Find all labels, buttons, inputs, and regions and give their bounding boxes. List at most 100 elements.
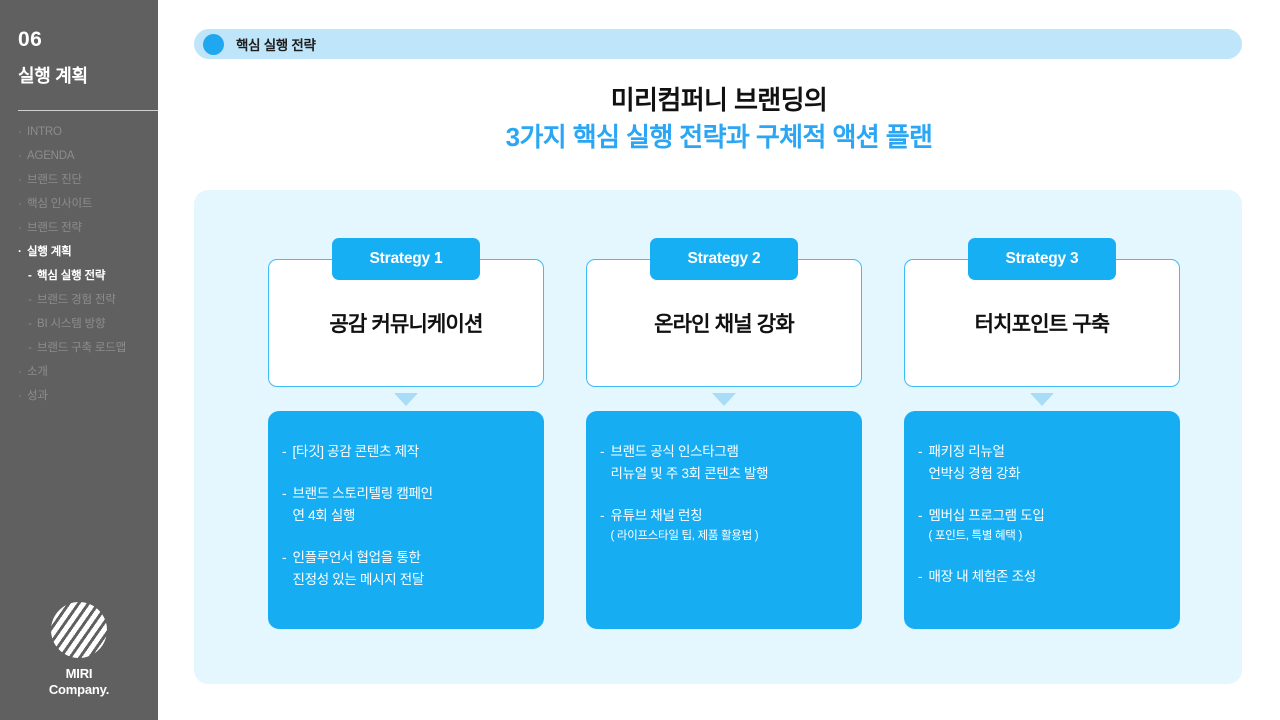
strategy-badge[interactable]: Strategy 3 [968,238,1116,280]
sidebar-item-label: 실행 계획 [27,246,72,258]
strategy-badge[interactable]: Strategy 1 [332,238,480,280]
action-item-line: [타깃] 공감 콘텐츠 제작 [292,444,420,459]
title-line-2: 3가지 핵심 실행 전략과 구체적 액션 플랜 [505,122,933,152]
action-item-dash: - [918,444,923,459]
action-item-line: 언박싱 경험 강화 [928,466,1021,481]
sidebar-item-marker: · [18,198,22,210]
sidebar-item-marker: · [18,222,22,234]
action-item-body: 유튜브 채널 런칭( 라이프스타일 팁, 제품 활용법 ) [611,505,849,546]
strategy-badge[interactable]: Strategy 2 [650,238,798,280]
sidebar-item-label: BI 시스템 방향 [37,318,106,330]
sidebar-item-5[interactable]: · 실행 계획 [18,240,158,264]
action-item-body: [타깃] 공감 콘텐츠 제작 [293,441,531,463]
title-line-1: 미리컴퍼니 브랜딩의 [610,85,828,115]
page-title: 미리컴퍼니 브랜딩의 3가지 핵심 실행 전략과 구체적 액션 플랜 [158,82,1280,156]
sidebar-item-label: 핵심 인사이트 [27,198,93,210]
strategy-card[interactable]: 공감 커뮤니케이션 [268,259,544,387]
sidebar-item-0[interactable]: · INTRO [18,120,158,144]
section-title: 실행 계획 [18,66,88,86]
sidebar-item-label: 브랜드 구축 로드맵 [37,342,127,354]
brand-logo: MIRI Company. [0,602,158,698]
sidebar-item-marker: · [18,246,22,258]
strategy-card[interactable]: 터치포인트 구축 [904,259,1180,387]
sidebar-item-marker: - [28,294,32,306]
banner-label: 핵심 실행 전략 [236,38,316,53]
sidebar-item-marker: · [18,126,22,138]
logo-line-2: Company. [48,682,110,697]
sidebar-item-7[interactable]: -브랜드 경험 전략 [18,288,158,312]
sidebar-item-label: 핵심 실행 전략 [37,270,106,282]
action-item-subtext: ( 포인트, 특별 혜택 ) [928,530,1023,542]
strategy-card-title: 터치포인트 구축 [974,313,1110,336]
section-number: 06 [18,28,43,51]
sidebar-nav: ·INTRO·AGENDA·브랜드 진단·핵심 인사이트·브랜드 전략·실행 계… [18,120,158,408]
sidebar-item-3[interactable]: · 핵심 인사이트 [18,192,158,216]
sidebar-item-label: 브랜드 전략 [27,222,82,234]
action-item-body: 멤버십 프로그램 도입 ( 포인트, 특별 혜택 ) [929,505,1167,546]
slide-main: 핵심 실행 전략 미리컴퍼니 브랜딩의 3가지 핵심 실행 전략과 구체적 액션… [158,0,1280,720]
action-item-dash: - [600,508,605,523]
sidebar-item-4[interactable]: · 브랜드 전략 [18,216,158,240]
action-item-line: 멤버십 프로그램 도입 [928,508,1045,523]
striped-circle-logo-icon [51,602,107,658]
action-item: -유튜브 채널 런칭( 라이프스타일 팁, 제품 활용법 ) [600,505,848,546]
action-item-dash: - [282,486,287,501]
sidebar-item-label: 소개 [27,366,48,378]
action-item-line: 패키징 리뉴얼 [928,444,1005,459]
sidebar-item-label: INTRO [27,126,62,138]
sidebar-item-8[interactable]: -BI 시스템 방향 [18,312,158,336]
sidebar-item-label: 브랜드 경험 전략 [37,294,116,306]
action-item-dash: - [918,569,923,584]
sidebar-item-11[interactable]: · 성과 [18,384,158,408]
sidebar-item-marker: - [28,318,32,330]
sidebar-item-marker: - [28,342,32,354]
sidebar-item-10[interactable]: · 소개 [18,360,158,384]
strategy-card-title: 온라인 채널 강화 [654,313,795,336]
arrow-down-icon [1030,393,1054,406]
action-item-line: 진정성 있는 메시지 전달 [292,572,425,587]
slide-banner: 핵심 실행 전략 [194,29,1242,59]
sidebar-item-9[interactable]: -브랜드 구축 로드맵 [18,336,158,360]
sidebar-item-2[interactable]: ·브랜드 진단 [18,168,158,192]
action-item-dash: - [282,444,287,459]
sidebar-item-marker: · [18,390,22,402]
sidebar-item-marker: · [18,150,22,162]
sidebar-item-6[interactable]: -핵심 실행 전략 [18,264,158,288]
logo-line-1: MIRI [65,666,93,681]
action-item-dash: - [918,508,923,523]
action-item: -멤버십 프로그램 도입 ( 포인트, 특별 혜택 ) [918,505,1166,546]
strategy-card[interactable]: 온라인 채널 강화 [586,259,862,387]
strategy-card-title: 공감 커뮤니케이션 [329,313,483,336]
sidebar: 06 실행 계획 ·INTRO·AGENDA·브랜드 진단·핵심 인사이트·브랜… [0,0,158,720]
action-item-line: 연 4회 실행 [292,508,356,523]
action-item-line: 브랜드 스토리텔링 캠페인 [292,486,434,501]
action-item-line: 리뉴얼 및 주 3회 콘텐츠 발행 [610,466,769,481]
sidebar-item-marker: · [18,366,22,378]
action-item-dash: - [282,550,287,565]
action-item: -[타깃] 공감 콘텐츠 제작 [282,441,530,463]
arrow-down-icon [394,393,418,406]
sidebar-item-label: 성과 [27,390,48,402]
action-item-line: 매장 내 체험존 조성 [928,569,1037,584]
action-item-body: 매장 내 체험존 조성 [929,566,1167,588]
sidebar-item-1[interactable]: · AGENDA [18,144,158,168]
action-item: -매장 내 체험존 조성 [918,566,1166,588]
action-item-line: 브랜드 공식 인스타그램 [610,444,739,459]
sidebar-item-label: AGENDA [27,150,75,162]
blue-circle-icon [203,33,224,55]
action-item-line: 유튜브 채널 런칭 [610,508,703,523]
sidebar-item-marker: · [18,174,22,186]
